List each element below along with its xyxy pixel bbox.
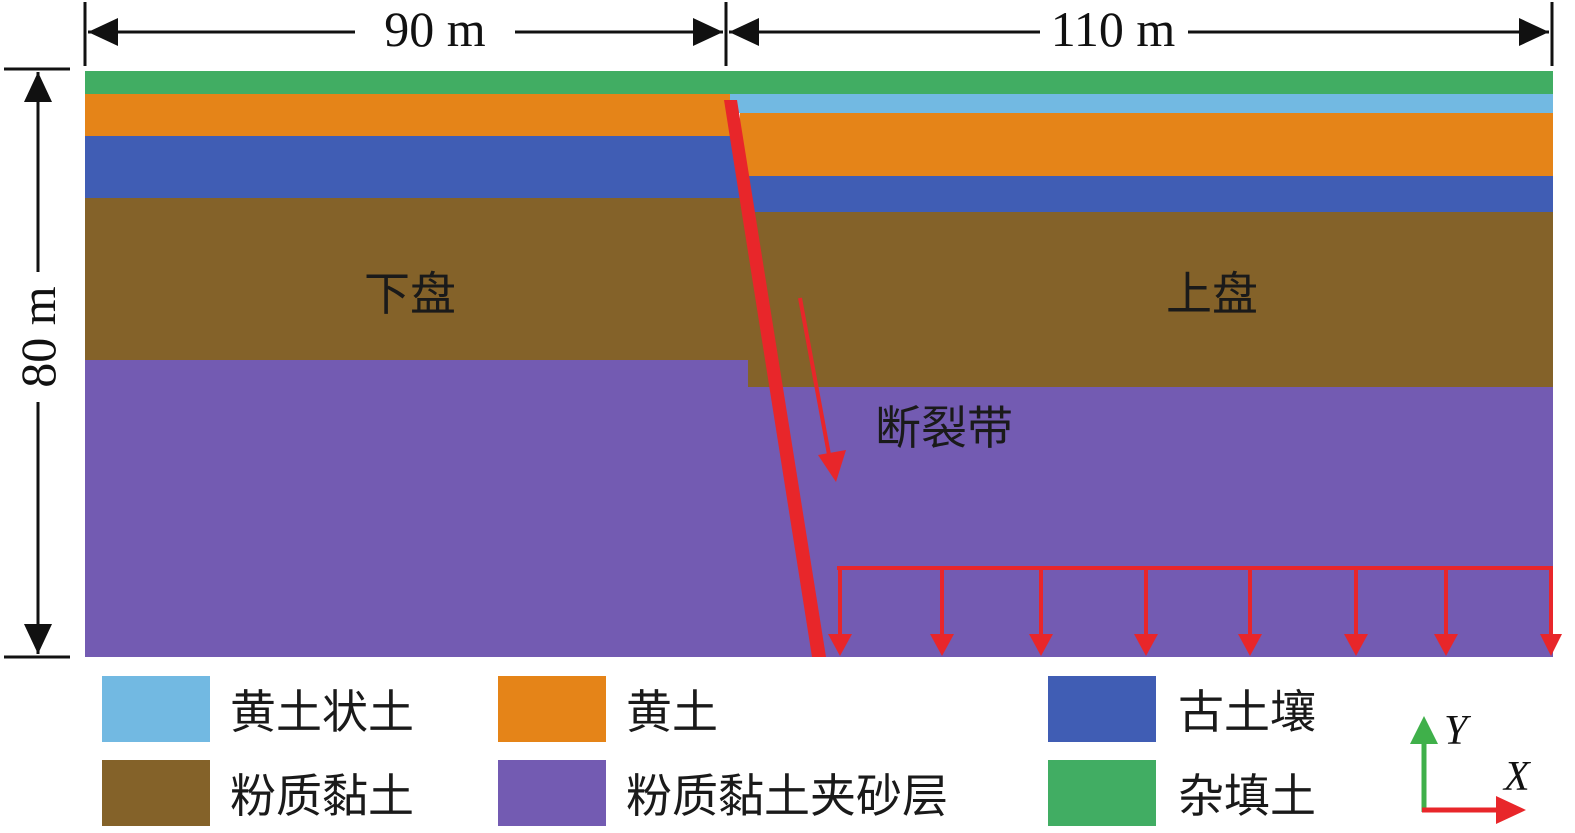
load-arrow xyxy=(1434,568,1458,656)
load-arrow xyxy=(1540,568,1562,656)
dim-110m: 110 m xyxy=(1051,1,1176,57)
hanging-wall-label: 上盘 xyxy=(1166,267,1258,321)
layer-loess-left xyxy=(85,94,730,136)
load-arrows xyxy=(828,566,1562,656)
load-arrow xyxy=(930,568,954,656)
legend-swatch-loess xyxy=(498,676,606,742)
fault-zone-label: 断裂带 xyxy=(875,401,1013,455)
hanging-wall-layers xyxy=(730,71,1553,657)
layer-silty-clay-left xyxy=(85,198,765,360)
layer-loess-like-right xyxy=(730,94,1553,113)
load-arrow xyxy=(1029,568,1053,656)
legend: 黄土状土 黄土 古土壤 粉质黏土 粉质黏土夹砂层 杂填土 xyxy=(102,676,1316,826)
layer-silty-clay-sand-left xyxy=(85,360,825,657)
layer-silty-clay-sand-right xyxy=(770,387,1553,657)
load-arrow xyxy=(1238,568,1262,656)
y-axis-label: Y xyxy=(1444,708,1472,754)
legend-label-silty-clay-sand: 粉质黏土夹砂层 xyxy=(626,769,948,823)
y-axis-arrow-icon xyxy=(1410,716,1438,744)
dim-90m: 90 m xyxy=(384,1,486,57)
load-arrow xyxy=(1134,568,1158,656)
fault-pointer-arrow xyxy=(798,297,846,482)
legend-swatch-loess-like xyxy=(102,676,210,742)
load-arrow xyxy=(828,568,852,656)
footwall-label: 下盘 xyxy=(364,267,456,321)
legend-label-paleosol: 古土壤 xyxy=(1178,685,1316,739)
layer-fill-soil-right xyxy=(730,71,1553,94)
x-axis-label: X xyxy=(1502,754,1532,800)
footwall-layers xyxy=(85,71,825,657)
layer-loess-right xyxy=(740,113,1553,176)
layer-paleosol-right xyxy=(745,176,1553,212)
legend-swatch-silty-clay xyxy=(102,760,210,826)
load-arrow xyxy=(1344,568,1368,656)
legend-label-silty-clay: 粉质黏土 xyxy=(230,769,414,823)
left-dimension: 80 m xyxy=(4,67,70,659)
coordinate-axes: Y X xyxy=(1410,708,1532,824)
fault-zone xyxy=(724,100,826,657)
layer-paleosol-left xyxy=(85,136,740,198)
layer-fill-soil-left xyxy=(85,71,730,94)
dim-80m: 80 m xyxy=(10,286,66,388)
legend-label-fill-soil: 杂填土 xyxy=(1178,769,1316,823)
legend-swatch-paleosol xyxy=(1048,676,1156,742)
legend-swatch-fill-soil xyxy=(1048,760,1156,826)
x-axis-arrow-icon xyxy=(1496,796,1526,824)
legend-swatch-silty-clay-sand xyxy=(498,760,606,826)
layer-silty-clay-right xyxy=(748,212,1553,387)
top-dimension: 90 m 110 m xyxy=(83,1,1554,66)
legend-label-loess-like: 黄土状土 xyxy=(230,685,414,739)
legend-label-loess: 黄土 xyxy=(626,685,718,739)
